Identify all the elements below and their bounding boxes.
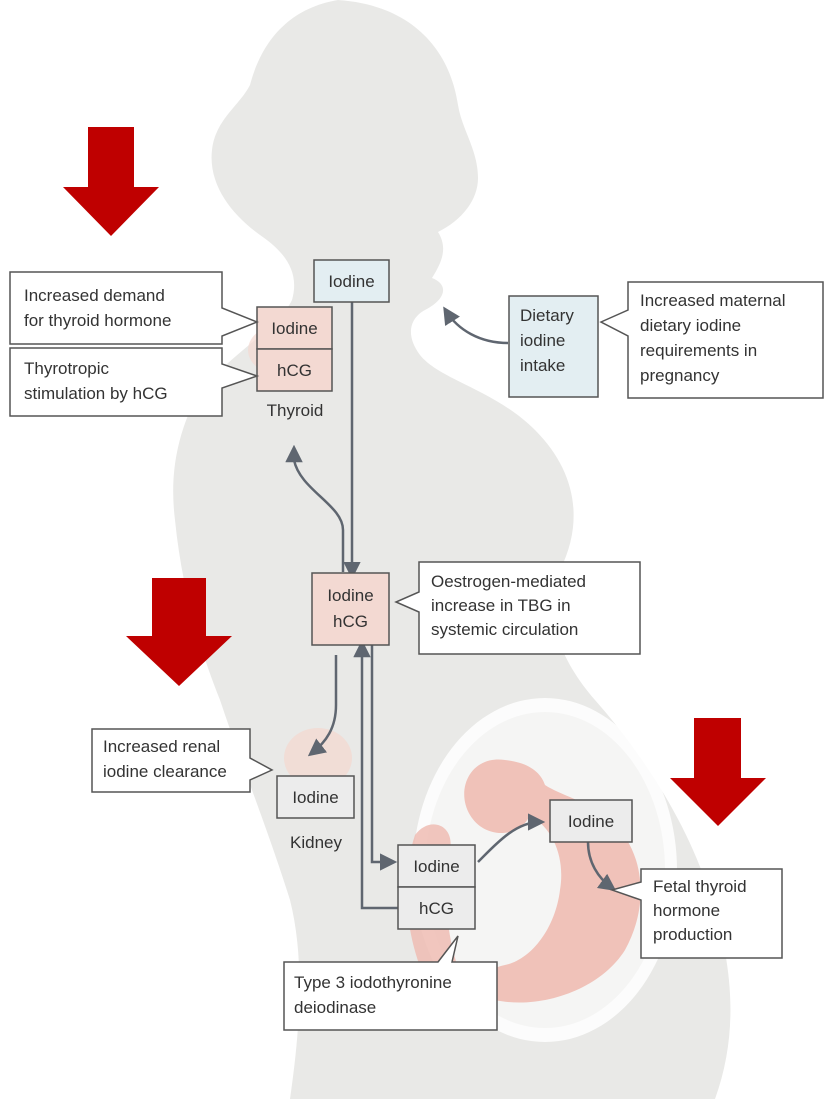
circulation-iodine-label: Iodine	[327, 586, 373, 605]
thyroid-iodine-label: Iodine	[271, 319, 317, 338]
dietary-line-2: iodine	[520, 331, 565, 350]
thyroid-hcg-label: hCG	[277, 361, 312, 380]
kidney-organ	[284, 728, 352, 788]
red-down-arrow-icon	[63, 127, 159, 236]
callout-oestrogen-line-2: increase in TBG in	[431, 596, 571, 615]
arrow-circulation-to-placenta	[370, 645, 398, 871]
callout-renal: Increased renal iodine clearance	[91, 728, 274, 793]
callout-deiodinase-line-2: deiodinase	[294, 998, 376, 1017]
callout-renal-line-2: iodine clearance	[103, 762, 227, 781]
placenta-hcg-label: hCG	[419, 899, 454, 918]
callout-dietary-requirements: Increased maternal dietary iodine requir…	[599, 281, 824, 399]
callout-thyrotropic-line-2: stimulation by hCG	[24, 384, 168, 403]
thyroid-hcg-box: hCG	[256, 348, 333, 392]
placenta-hcg-box: hCG	[397, 886, 476, 930]
callout-thyrotropic: Thyrotropic stimulation by hCG	[9, 347, 260, 417]
callout-deiodinase: Type 3 iodothyronine deiodinase	[283, 935, 498, 1031]
arrow-circulation-to-thyroid	[285, 444, 345, 572]
callout-fetal: Fetal thyroid hormone production	[609, 868, 783, 959]
callout-oestrogen: Oestrogen-mediated increase in TBG in sy…	[394, 561, 641, 655]
red-down-arrow-icon	[670, 718, 766, 826]
thyroid-iodine-box: Iodine	[256, 306, 333, 350]
arrow-fetus-to-production	[586, 841, 617, 892]
callout-dietary-line-3: requirements in	[640, 341, 757, 360]
boxes: Iodine Iodine hCG Dietary iodine intake …	[256, 259, 633, 930]
arrow-dietary-to-mouth	[443, 306, 509, 345]
dietary-line-1: Dietary	[520, 306, 574, 325]
top-iodine-label: Iodine	[328, 272, 374, 291]
circulation-box: Iodine hCG	[311, 572, 390, 646]
callout-fetal-line-1: Fetal thyroid	[653, 877, 747, 896]
callouts: Increased demand for thyroid hormone Thy…	[9, 271, 824, 1031]
kidney-iodine-box: Iodine	[276, 775, 355, 819]
callout-renal-line-1: Increased renal	[103, 737, 220, 756]
arrow-placenta-to-fetus	[477, 813, 546, 863]
fetal-iodine-box: Iodine	[549, 799, 633, 843]
callout-oestrogen-line-3: systemic circulation	[431, 620, 578, 639]
dietary-line-3: intake	[520, 356, 565, 375]
red-down-arrow-icon	[126, 578, 232, 686]
thyroid-label: Thyroid	[267, 401, 324, 420]
arrow-placenta-to-circulation	[353, 639, 398, 910]
callout-thyrotropic-line-1: Thyrotropic	[24, 359, 110, 378]
dietary-box: Dietary iodine intake	[508, 295, 599, 398]
callout-fetal-line-2: hormone	[653, 901, 720, 920]
red-arrows	[63, 127, 766, 826]
callout-fetal-line-3: production	[653, 925, 732, 944]
arrow-circulation-to-kidney	[307, 655, 338, 757]
callout-deiodinase-line-1: Type 3 iodothyronine	[294, 973, 452, 992]
kidney-label: Kidney	[290, 833, 342, 852]
top-iodine-box: Iodine	[313, 259, 390, 303]
flow-arrows	[285, 302, 617, 910]
placenta-iodine-box: Iodine	[397, 844, 476, 888]
callout-thyroid-demand-line-2: for thyroid hormone	[24, 311, 171, 330]
callout-thyroid-demand: Increased demand for thyroid hormone	[9, 271, 260, 345]
callout-dietary-line-2: dietary iodine	[640, 316, 741, 335]
callout-thyroid-demand-line-1: Increased demand	[24, 286, 165, 305]
callout-dietary-line-1: Increased maternal	[640, 291, 786, 310]
fetal-iodine-label: Iodine	[568, 812, 614, 831]
placenta-iodine-label: Iodine	[413, 857, 459, 876]
callout-oestrogen-line-1: Oestrogen-mediated	[431, 572, 586, 591]
circulation-hcg-label: hCG	[333, 612, 368, 631]
callout-dietary-line-4: pregnancy	[640, 366, 720, 385]
kidney-iodine-label: Iodine	[292, 788, 338, 807]
